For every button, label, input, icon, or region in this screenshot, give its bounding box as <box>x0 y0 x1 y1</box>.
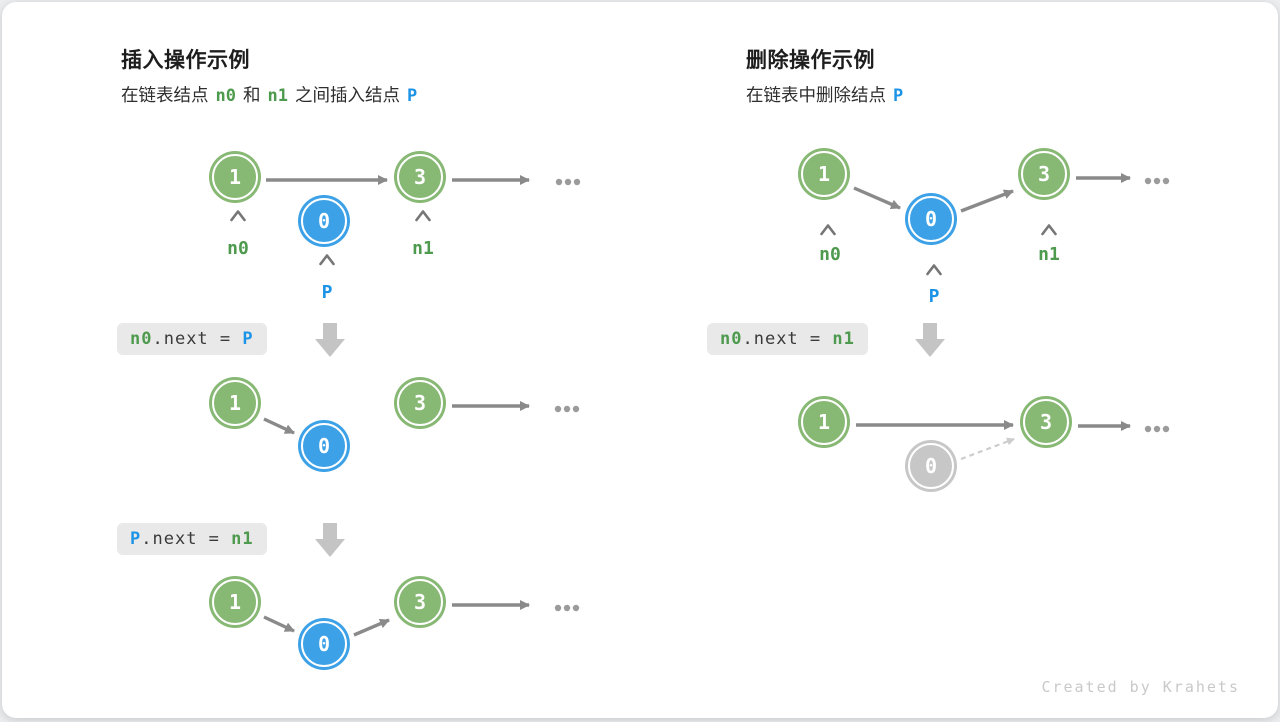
label-n1: n1 <box>1038 244 1060 265</box>
code-lhs: P <box>130 529 142 549</box>
subtitle-text: 在链表结点 <box>121 85 209 105</box>
code-rhs: n1 <box>832 329 855 349</box>
arrow-removed-p-n1-dashed <box>960 437 1015 461</box>
watermark: Created by Krahets <box>1041 678 1240 696</box>
delete-step2-connectors <box>856 420 1170 461</box>
token-p: P <box>406 86 418 106</box>
code-mid: .next = <box>152 329 243 349</box>
code-n0-next-p: n0.next = P <box>117 323 267 355</box>
down-arrow-icon <box>315 323 345 357</box>
caret-icon <box>926 264 942 276</box>
subtitle-text: 之间插入结点 <box>294 85 400 105</box>
node-p: 0 <box>301 423 347 469</box>
code-p-next-n1: P.next = n1 <box>117 523 267 555</box>
ellipsis-icon <box>554 604 580 612</box>
insert-title: 插入操作示例 <box>121 49 250 72</box>
node-p: 0 <box>301 621 347 667</box>
delete-title: 删除操作示例 <box>746 49 875 72</box>
down-arrow-icon <box>915 323 945 357</box>
node-n0: 1 <box>212 380 258 426</box>
ellipsis-icon <box>555 178 581 186</box>
token-p: P <box>893 86 904 106</box>
label-p: P <box>928 286 940 307</box>
arrow-p-n1 <box>960 189 1014 213</box>
node-n0: 1 <box>212 579 258 625</box>
node-n1: 3 <box>397 154 443 200</box>
arrow-n0-p <box>853 186 901 210</box>
node-n1: 3 <box>397 380 443 426</box>
code-lhs: n0 <box>130 329 153 349</box>
node-n0: 1 <box>212 154 258 200</box>
insert-subtitle: 在链表结点 n0 和 n1 之间插入结点 P <box>121 82 424 107</box>
caret-icon <box>1041 224 1057 236</box>
ellipsis-icon <box>554 405 580 413</box>
code-mid: .next = <box>141 529 232 549</box>
delete-step1-connectors <box>820 173 1170 276</box>
subtitle-text: 在链表中删除结点 <box>746 85 886 105</box>
node-p: 0 <box>301 198 347 244</box>
token-n0: n0 <box>215 86 236 106</box>
label-n1: n1 <box>412 238 434 259</box>
node-n1: 3 <box>1021 151 1067 197</box>
delete-subtitle: 在链表中删除结点 P <box>746 82 910 107</box>
label-n0: n0 <box>819 244 841 265</box>
arrow-n0-p <box>263 417 295 435</box>
node-n0: 1 <box>801 399 847 445</box>
caret-icon <box>415 210 431 222</box>
label-n0: n0 <box>227 238 249 259</box>
code-lhs: n0 <box>720 329 743 349</box>
caret-icon <box>319 254 335 266</box>
arrow-n0-p <box>263 615 295 633</box>
code-n0-next-n1: n0.next = n1 <box>707 323 868 355</box>
caret-icon <box>820 224 836 236</box>
code-rhs: P <box>242 329 254 349</box>
node-n0: 1 <box>801 151 847 197</box>
code-mid: .next = <box>742 329 833 349</box>
caret-icon <box>230 210 246 222</box>
ellipsis-icon <box>1144 425 1170 433</box>
subtitle-text: 和 <box>242 85 261 105</box>
node-p-removed: 0 <box>908 443 954 489</box>
token-n1: n1 <box>267 86 288 106</box>
node-n1: 3 <box>1023 399 1069 445</box>
down-arrow-icon <box>315 523 345 557</box>
ellipsis-icon <box>1144 177 1170 185</box>
node-n1: 3 <box>397 579 443 625</box>
node-p: 0 <box>908 196 954 242</box>
code-rhs: n1 <box>231 529 254 549</box>
label-p: P <box>321 282 333 303</box>
arrow-p-n1 <box>353 618 390 637</box>
